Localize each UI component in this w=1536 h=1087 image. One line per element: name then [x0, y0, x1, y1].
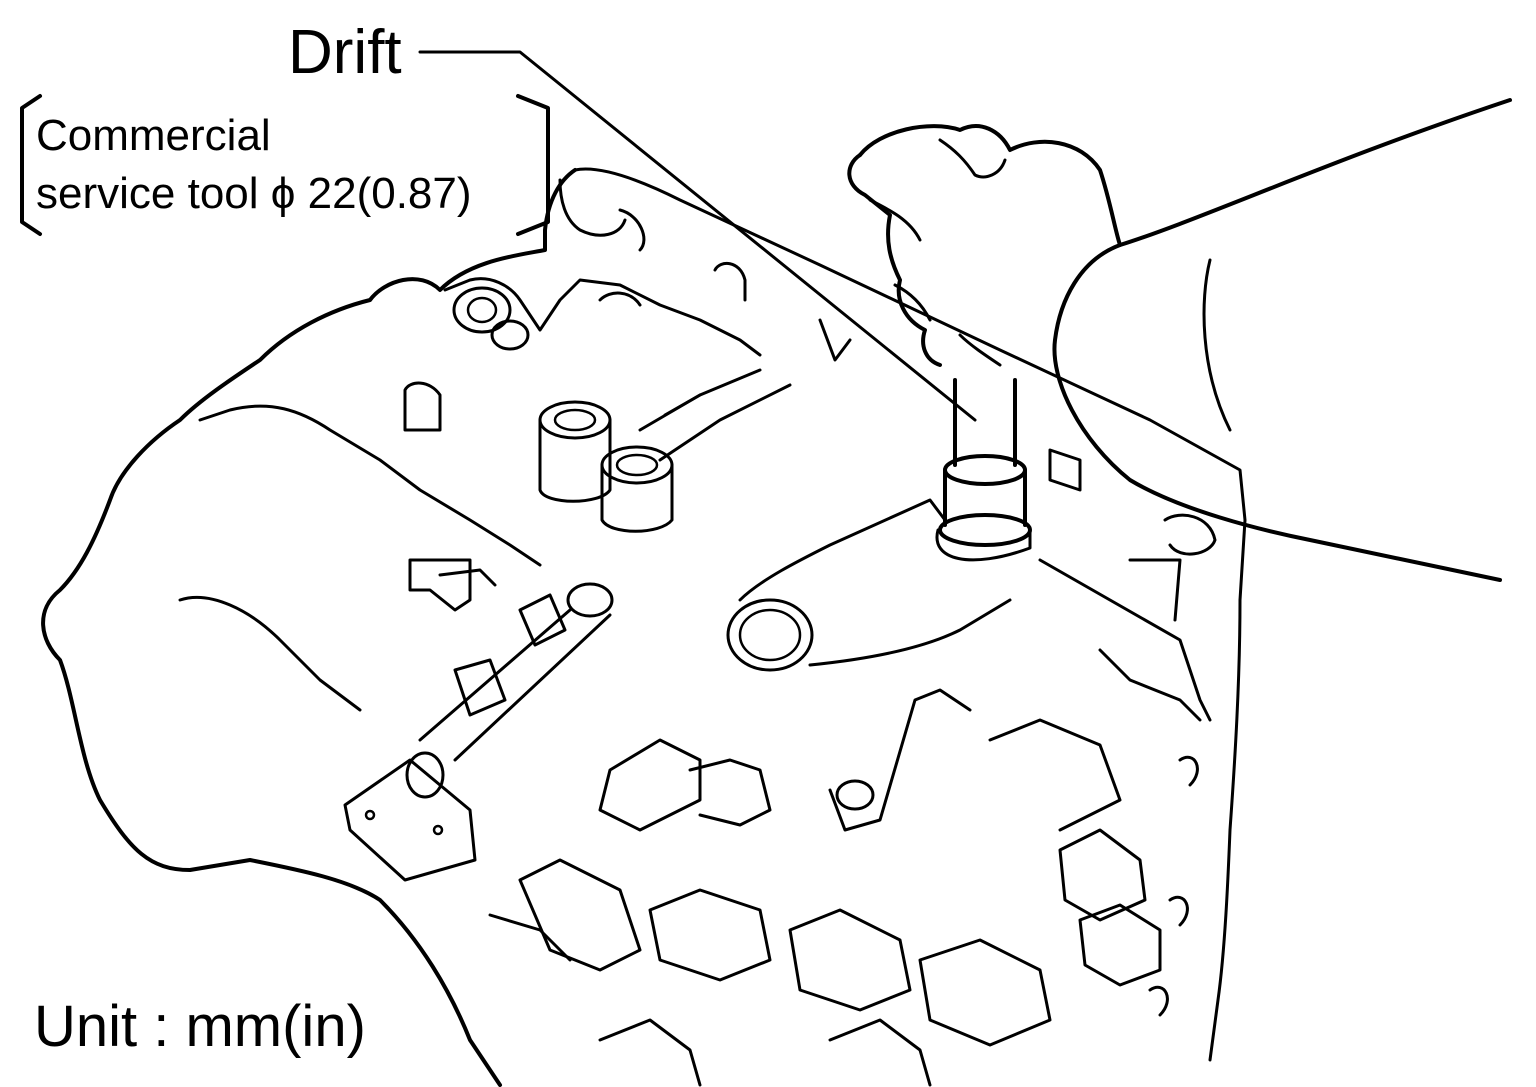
seal-bore: [726, 498, 1012, 672]
service-tool-label-line1: Commercial: [36, 111, 271, 160]
linkage-bracket: [343, 558, 614, 882]
drift-tool: [935, 378, 1032, 562]
service-tool-bracket: [20, 94, 550, 236]
drift-leader-line: [418, 50, 977, 422]
valve-body-bosses: [403, 286, 792, 533]
drift-label: Drift: [288, 18, 402, 87]
service-tool-label-line2: service tool ϕ 22(0.87): [36, 169, 472, 218]
hand: [847, 98, 1512, 582]
case-details: [488, 688, 1199, 1087]
unit-label: Unit : mm(in): [34, 994, 366, 1059]
transmission-case: [41, 167, 1247, 1087]
